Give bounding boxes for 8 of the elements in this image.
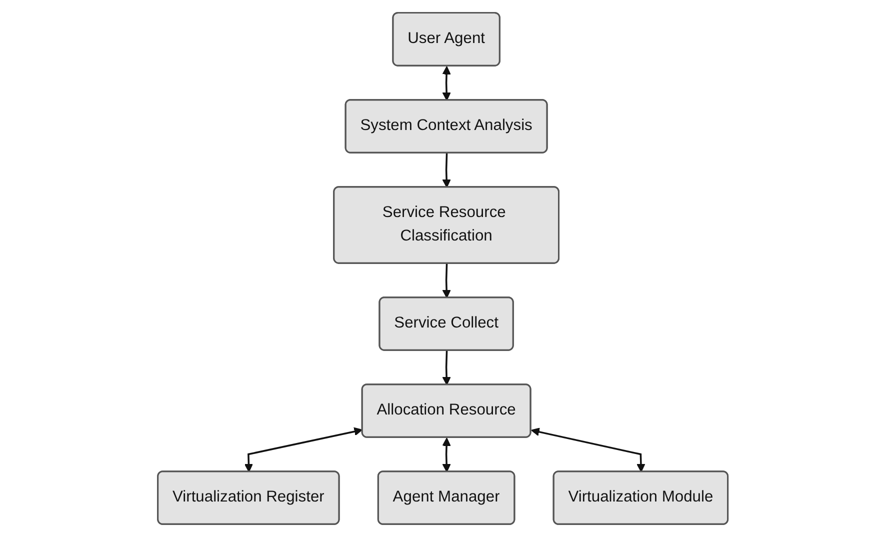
arrow [530,428,645,472]
arrow [442,438,451,472]
flowchart: User Agent System Context Analysis Service Resource Classification Service Collect Virtualization Register Allocation Resource Agent Manager Virtualization Module [150,5,736,532]
arrow [244,427,362,472]
arrow [442,350,451,386]
arrow [442,264,451,298]
arrow [442,153,451,188]
arrow [442,66,451,101]
